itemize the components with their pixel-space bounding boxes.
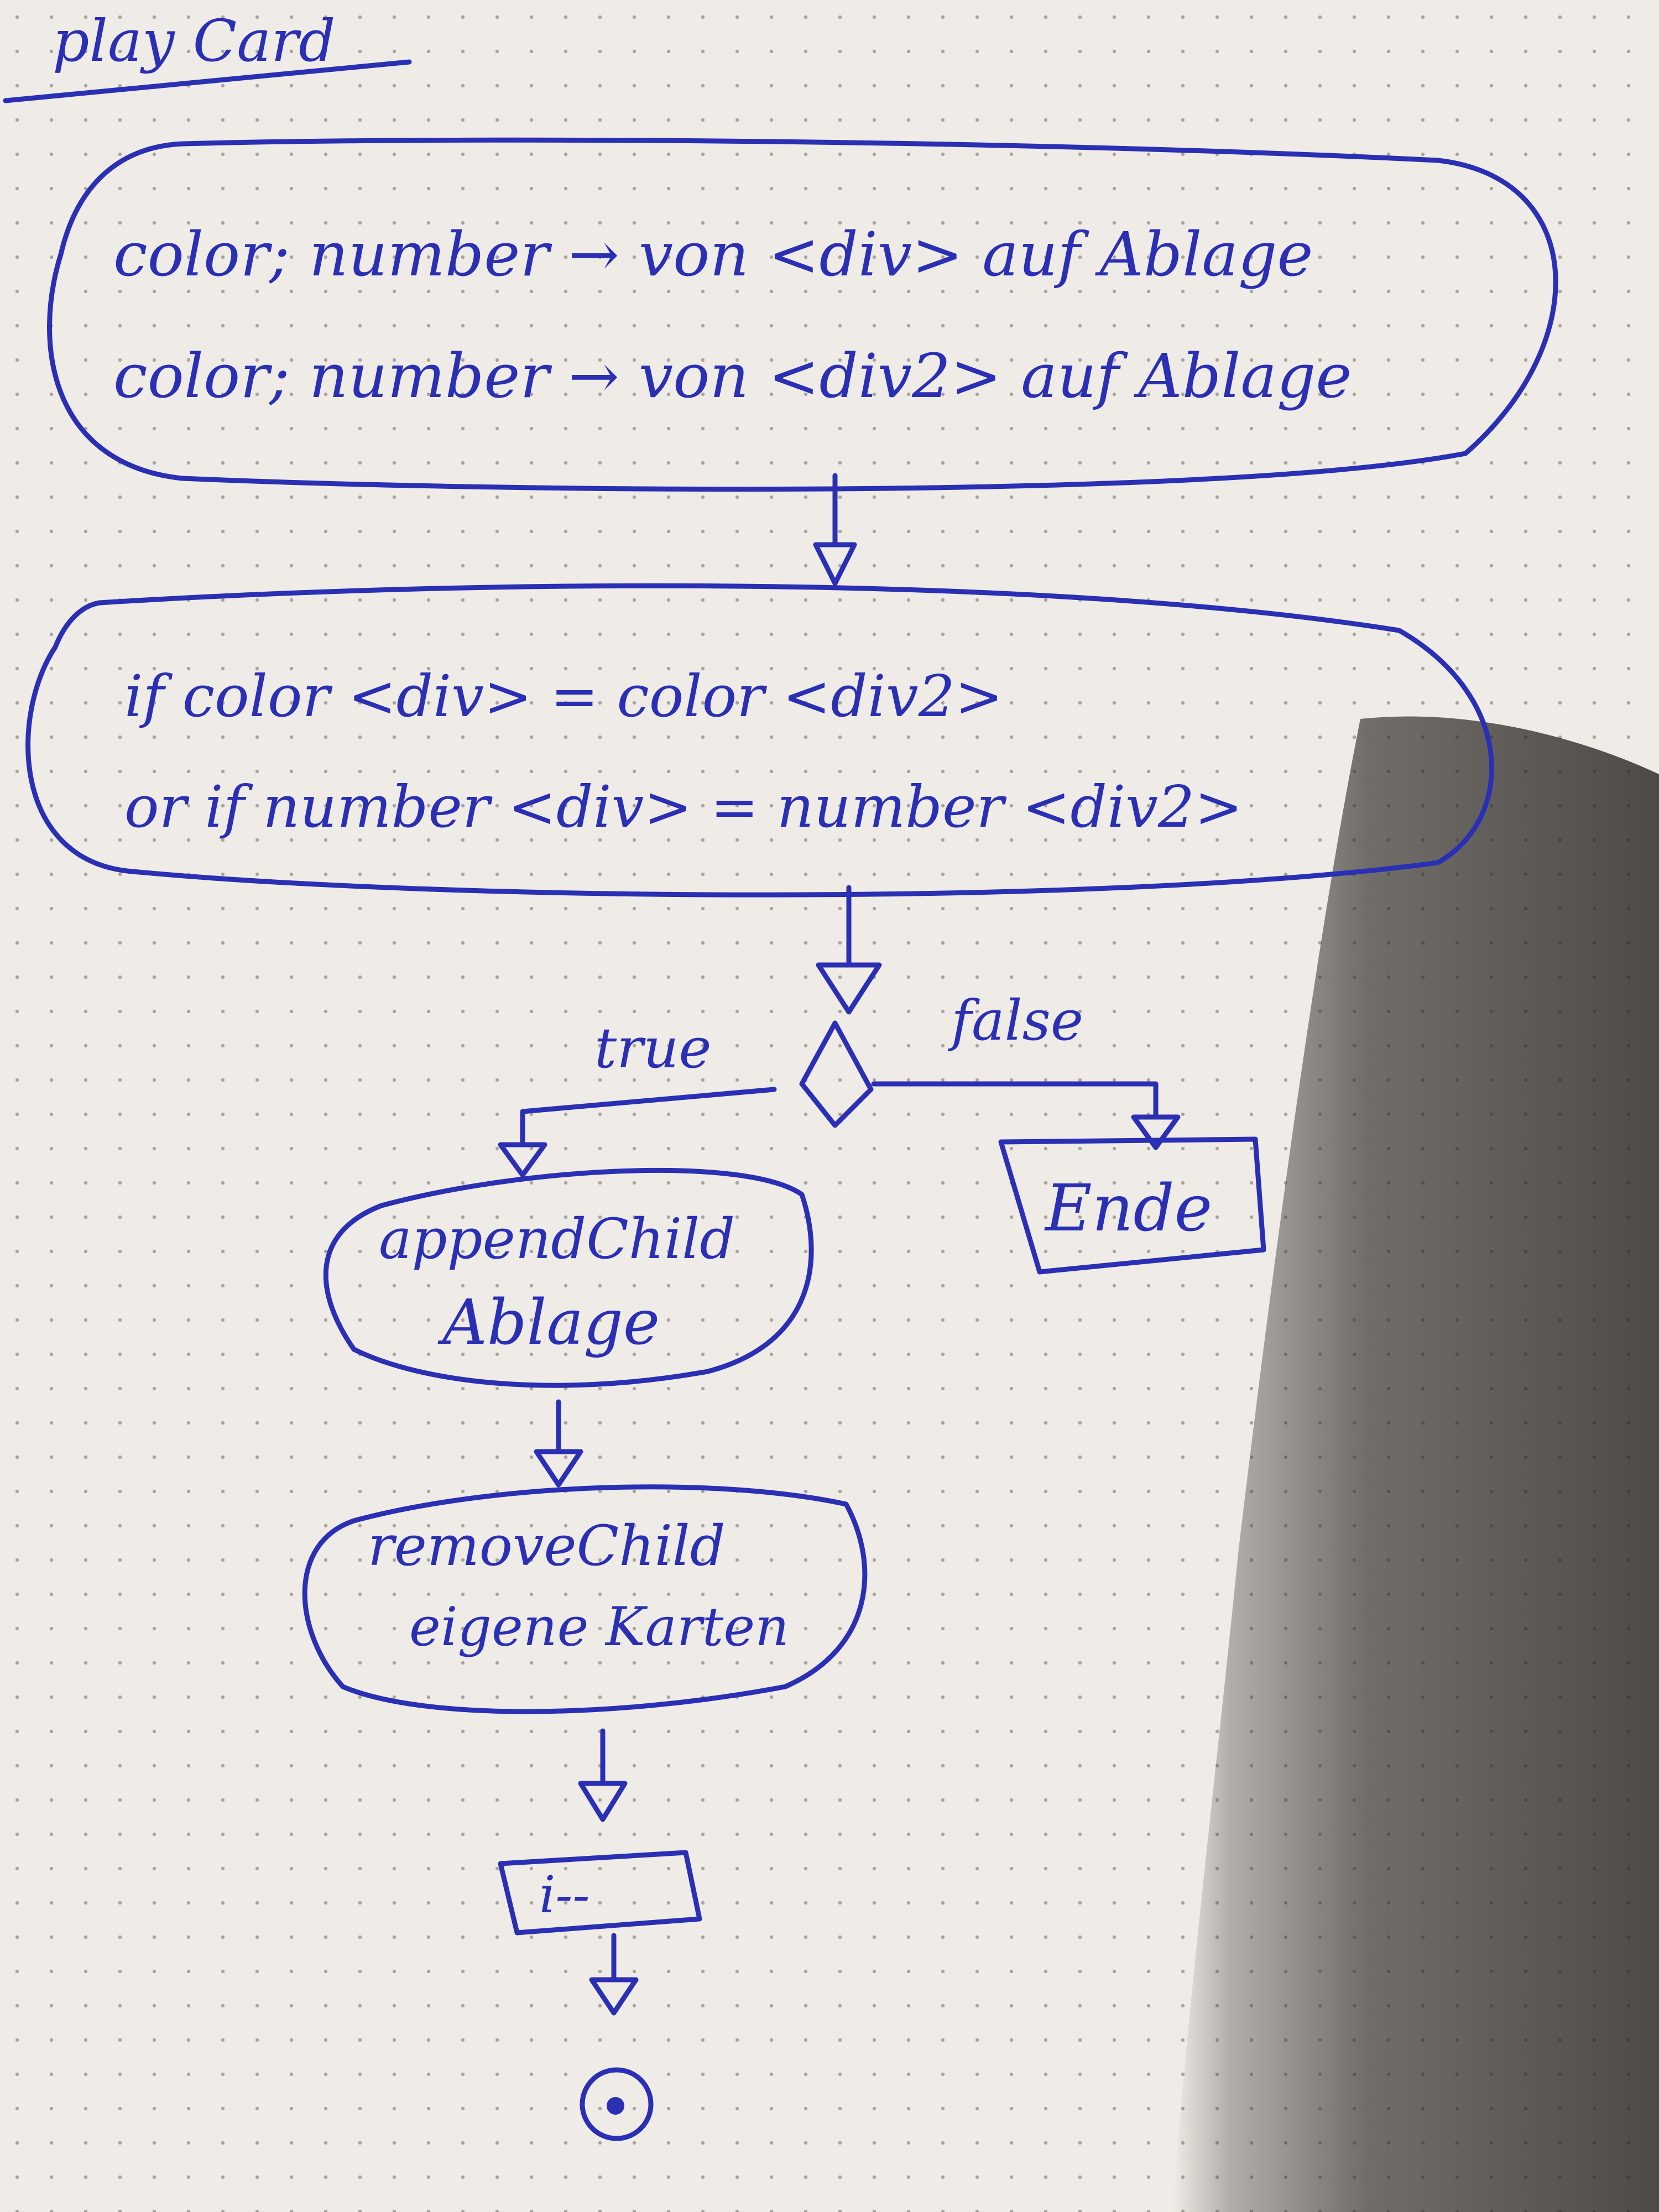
- diagram-title: play Card: [53, 7, 336, 75]
- false-branch-label: false: [947, 988, 1083, 1053]
- decision-diamond: [799, 1020, 874, 1128]
- read-values-action: [47, 137, 1558, 492]
- flow-arrow-4: [578, 1728, 628, 1822]
- remove-child-line2: eigene Karten: [409, 1596, 789, 1658]
- flow-arrow-3: [534, 1399, 583, 1488]
- append-child-action: [323, 1168, 814, 1388]
- append-child-line1: appendChild: [379, 1207, 735, 1271]
- end-box: [998, 1136, 1266, 1275]
- title-underline: [3, 59, 412, 103]
- read-values-line1: color; number → von <div> auf Ablage: [113, 219, 1313, 290]
- activity-final-node-icon: [580, 2067, 654, 2141]
- append-child-line2: Ablage: [437, 1287, 660, 1359]
- read-values-line2: color; number → von <div2> auf Ablage: [113, 341, 1352, 411]
- flow-arrow-2: [816, 885, 882, 1015]
- hand-shadow: [1172, 716, 1659, 2212]
- true-branch-line: [498, 1087, 777, 1178]
- flow-arrow-5: [589, 1933, 639, 2016]
- remove-child-action: [302, 1484, 868, 1714]
- remove-child-line1: removeChild: [368, 1514, 726, 1578]
- condition-action: [25, 583, 1495, 898]
- decrement-box: [498, 1850, 702, 1936]
- condition-line1: if color <div> = color <div2>: [124, 662, 1003, 730]
- flow-arrow-1: [813, 473, 857, 586]
- false-branch-line: [871, 1081, 1181, 1150]
- true-branch-label: true: [594, 1016, 712, 1081]
- condition-line2: or if number <div> = number <div2>: [124, 773, 1243, 841]
- end-label: Ende: [1044, 1171, 1212, 1246]
- decrement-label: i--: [539, 1865, 590, 1924]
